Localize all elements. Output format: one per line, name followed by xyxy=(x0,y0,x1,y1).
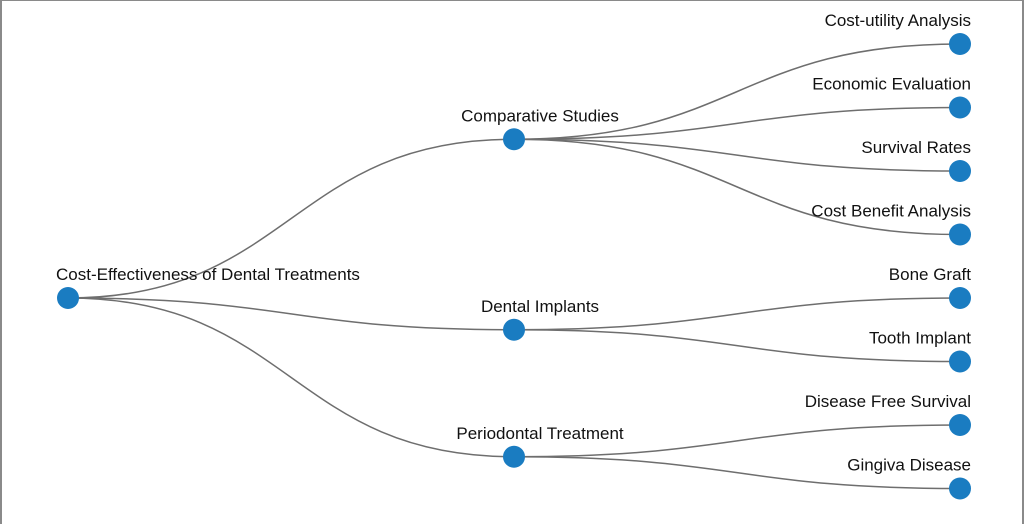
link-cost-effectiveness-of-dental-treatments-to-comparative-studies xyxy=(67,138,515,299)
label-disease-free-survival: Disease Free Survival xyxy=(805,392,971,411)
node-gingiva-disease[interactable] xyxy=(949,477,971,500)
link-dental-implants-to-tooth-implant xyxy=(513,329,961,363)
label-gingiva-disease: Gingiva Disease xyxy=(847,456,971,475)
node-bone-graft[interactable] xyxy=(949,287,971,309)
node-cost-effectiveness-of-dental-treatments[interactable] xyxy=(57,287,79,309)
link-dental-implants-to-bone-graft xyxy=(513,297,961,331)
link-comparative-studies-to-survival-rates xyxy=(513,138,961,172)
link-comparative-studies-to-cost-utility-analysis xyxy=(513,43,961,140)
node-dental-implants[interactable] xyxy=(503,318,525,341)
tree-labels: Cost-Effectiveness of Dental Treatments C… xyxy=(56,11,971,475)
label-dental-implants: Dental Implants xyxy=(481,297,599,316)
node-survival-rates[interactable] xyxy=(949,160,971,182)
node-cost-benefit-analysis[interactable] xyxy=(949,223,971,246)
link-cost-effectiveness-of-dental-treatments-to-dental-implants xyxy=(67,297,515,331)
label-survival-rates: Survival Rates xyxy=(861,138,971,157)
label-cost-benefit-analysis: Cost Benefit Analysis xyxy=(811,202,971,221)
link-comparative-studies-to-economic-evaluation xyxy=(513,106,961,140)
label-economic-evaluation: Economic Evaluation xyxy=(812,75,971,94)
label-tooth-implant: Tooth Implant xyxy=(869,329,971,348)
label-cost-effectiveness-of-dental-treatments: Cost-Effectiveness of Dental Treatments xyxy=(56,265,360,284)
node-cost-utility-analysis[interactable] xyxy=(949,33,971,55)
link-periodontal-treatment-to-disease-free-survival xyxy=(513,424,961,458)
label-cost-utility-analysis: Cost-utility Analysis xyxy=(825,11,971,30)
label-bone-graft: Bone Graft xyxy=(889,265,971,284)
node-comparative-studies[interactable] xyxy=(503,128,525,151)
node-economic-evaluation[interactable] xyxy=(949,96,971,119)
tree-nodes xyxy=(57,33,971,500)
node-periodontal-treatment[interactable] xyxy=(503,445,525,468)
label-periodontal-treatment: Periodontal Treatment xyxy=(456,424,624,443)
node-disease-free-survival[interactable] xyxy=(949,414,971,436)
link-cost-effectiveness-of-dental-treatments-to-periodontal-treatment xyxy=(67,297,515,458)
link-periodontal-treatment-to-gingiva-disease xyxy=(513,456,961,490)
label-comparative-studies: Comparative Studies xyxy=(461,106,619,125)
link-comparative-studies-to-cost-benefit-analysis xyxy=(513,138,961,236)
node-tooth-implant[interactable] xyxy=(949,350,971,373)
tree-links xyxy=(67,43,961,490)
